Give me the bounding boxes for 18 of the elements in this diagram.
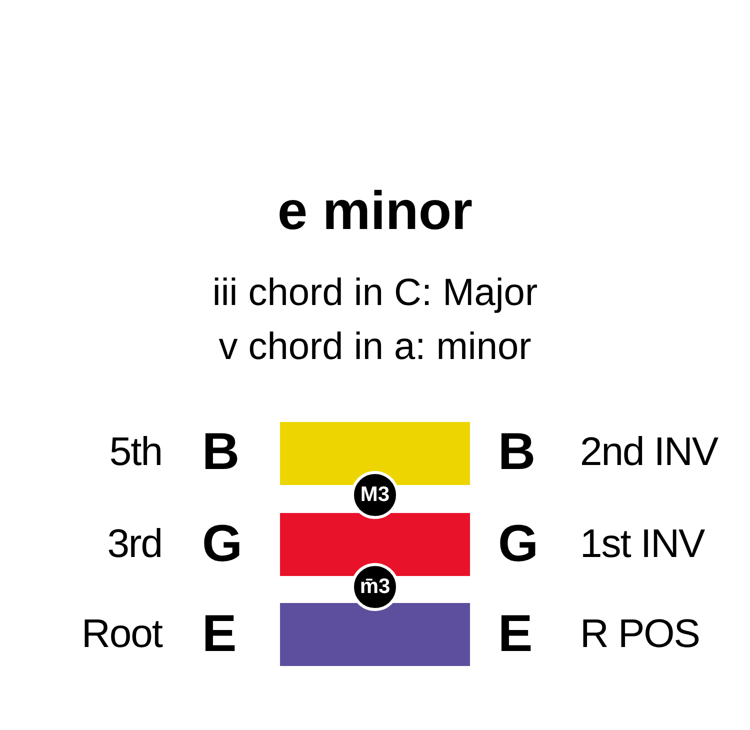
note-letter: G	[498, 518, 538, 570]
interval-label: 5th	[109, 432, 162, 472]
note-letter: E	[202, 608, 237, 660]
note-letter: G	[202, 518, 242, 570]
inversion-label: R POS	[580, 614, 700, 654]
note-letter: B	[202, 426, 240, 478]
note-letter: E	[498, 608, 533, 660]
color-bar	[280, 603, 470, 666]
title: e minor	[276, 184, 474, 238]
subtitle: v chord in a: minor	[218, 328, 532, 366]
inversion-label: 2nd INV	[580, 432, 718, 472]
note-letter: B	[498, 426, 536, 478]
subtitle: iii chord in C: Major	[211, 274, 539, 312]
inversion-label: 1st INV	[580, 524, 704, 564]
interval-label: 3rd	[107, 524, 162, 564]
color-bar	[280, 513, 470, 576]
color-bar	[280, 422, 470, 485]
interval-label: Root	[82, 614, 162, 654]
